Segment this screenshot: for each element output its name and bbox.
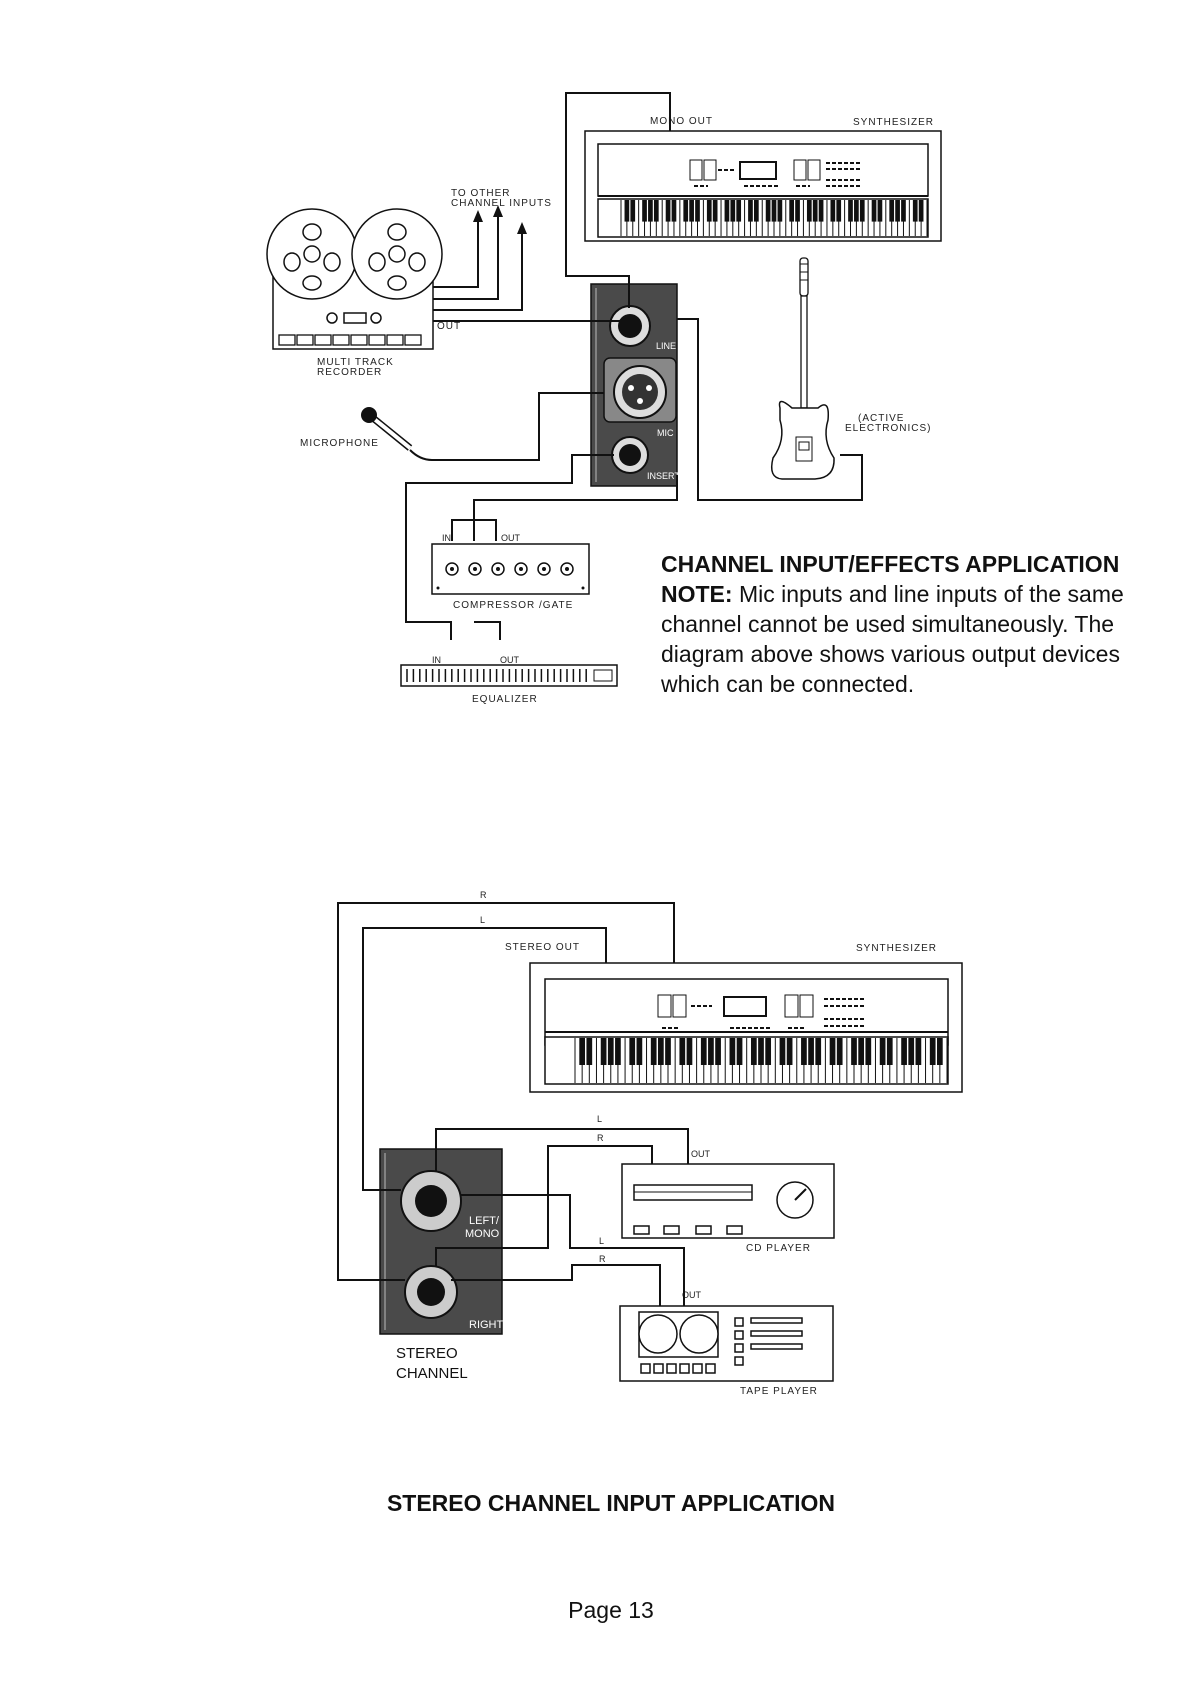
recorder-out-label: OUT	[437, 321, 461, 332]
to-other-label-2: CHANNEL INPUTS	[451, 198, 552, 209]
bottom-wires	[337, 902, 689, 1306]
cd-r-label: R	[597, 1133, 604, 1143]
line-label: LINE	[656, 341, 676, 351]
caption-title: CHANNEL INPUT/EFFECTS APPLICATION	[661, 551, 1120, 577]
compressor-gate: IN OUT COMPRESSOR /GATE	[431, 533, 590, 611]
recorder-label-2: RECORDER	[317, 367, 382, 378]
wire-r-label: R	[480, 890, 487, 900]
cd-player-label: CD PLAYER	[746, 1243, 811, 1254]
cd-l-label: L	[597, 1114, 602, 1124]
synth-keys-top	[620, 200, 928, 236]
active-label-1: (ACTIVE	[858, 413, 904, 424]
mic-label: MIC	[657, 428, 674, 438]
left-mono-label-1: LEFT/	[469, 1215, 500, 1227]
top-wires	[405, 92, 863, 640]
tape-out-label: OUT	[682, 1290, 702, 1300]
compressor-in-label: IN	[442, 533, 451, 543]
page-number: Page 13	[568, 1597, 654, 1623]
tape-player: TAPE PLAYER OUT	[619, 1290, 834, 1397]
bottom-wire-labels: R L L R L R	[480, 890, 606, 1264]
stereo-out-label: STEREO OUT	[505, 942, 580, 953]
microphone-label: MICROPHONE	[300, 438, 379, 449]
cd-out-label: OUT	[691, 1149, 711, 1159]
synthesizer-label-2: SYNTHESIZER	[856, 943, 937, 954]
synth-keys-bottom	[574, 1038, 948, 1083]
stereo-channel-panel: LEFT/ MONO RIGHT STEREO CHANNEL	[379, 1148, 504, 1382]
channel-strip-panel: LINE MIC INSERT	[590, 283, 680, 487]
compressor-out-label: OUT	[501, 533, 521, 543]
synthesizer-label: SYNTHESIZER	[853, 117, 934, 128]
stereo-channel-caption: STEREO CHANNEL INPUT APPLICATION	[386, 1490, 836, 1516]
tape-r-label: R	[599, 1254, 606, 1264]
cd-player: CD PLAYER OUT	[621, 1149, 835, 1254]
microphone: MICROPHONE	[300, 407, 433, 461]
equalizer-sliders	[406, 669, 613, 682]
equalizer-out-label: OUT	[500, 655, 520, 665]
insert-label: INSERT	[647, 471, 680, 481]
guitar: (ACTIVE ELECTRONICS)	[770, 257, 931, 480]
left-mono-label-2: MONO	[465, 1228, 500, 1240]
note-text: Mic inputs and line inputs of the same c…	[661, 581, 1124, 697]
channel-input-effects-caption: CHANNEL INPUT/EFFECTS APPLICATION NOTE: …	[661, 549, 1161, 699]
top-diagram: MONO OUT SYNTHESIZER MULTI TRACK RECORDE…	[266, 92, 942, 705]
to-other-channel-arrows: TO OTHER CHANNEL INPUTS	[433, 188, 552, 311]
equalizer: IN OUT EQUALIZER	[400, 655, 618, 705]
tape-player-label: TAPE PLAYER	[740, 1386, 818, 1397]
right-label: RIGHT	[469, 1319, 504, 1331]
equalizer-in-label: IN	[432, 655, 441, 665]
compressor-label: COMPRESSOR /GATE	[453, 600, 573, 611]
recorder-label-1: MULTI TRACK	[317, 357, 394, 368]
mono-out-label: MONO OUT	[650, 116, 713, 127]
to-other-label-1: TO OTHER	[451, 188, 510, 199]
stereo-channel-label-1: STEREO	[396, 1345, 458, 1362]
multitrack-recorder: MULTI TRACK RECORDER OUT	[266, 208, 461, 378]
synthesizer-top: MONO OUT SYNTHESIZER	[584, 116, 942, 242]
tape-l-label: L	[599, 1236, 604, 1246]
stereo-channel-label-2: CHANNEL	[396, 1365, 468, 1382]
equalizer-label: EQUALIZER	[472, 694, 538, 705]
note-label: NOTE:	[661, 581, 733, 607]
wire-l-label: L	[480, 915, 485, 925]
bottom-diagram: STEREO OUT SYNTHESIZER LEFT/ MONO RIGHT …	[337, 890, 963, 1397]
synthesizer-bottom: STEREO OUT SYNTHESIZER	[505, 942, 963, 1093]
active-label-2: ELECTRONICS)	[845, 423, 931, 434]
